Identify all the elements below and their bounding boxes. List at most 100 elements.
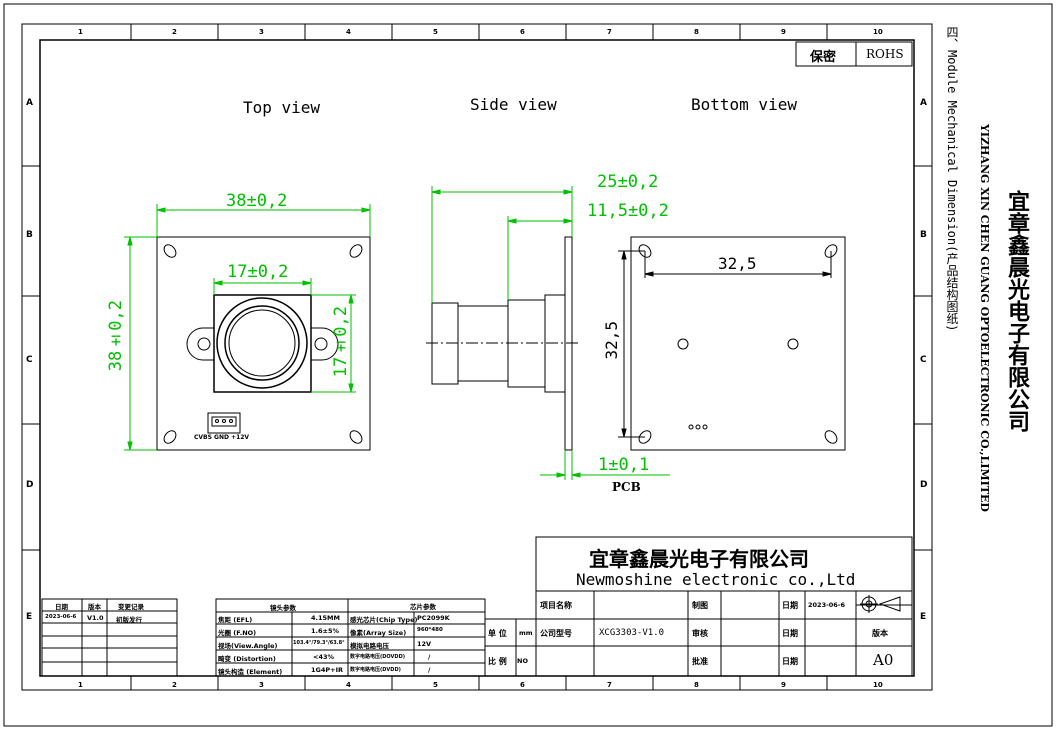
title-company-cn: 宜章鑫晨光电子有限公司 <box>589 547 809 571</box>
param-r4-c2: <43% <box>313 653 335 661</box>
label-version: 版本 <box>872 629 888 638</box>
rev-header-version: 版本 <box>88 603 101 611</box>
grid-col-5-bottom: 5 <box>433 681 438 689</box>
grid-col-1-bottom: 1 <box>78 681 83 689</box>
date-value: 2023-06-6 <box>808 601 846 609</box>
label-date-3: 日期 <box>782 657 798 666</box>
grid-row-b: B <box>26 230 33 240</box>
grid-col-6: 6 <box>520 28 525 36</box>
grid-col-9-bottom: 9 <box>781 681 786 689</box>
param-r2-c1: 光圈 (F.NO) <box>218 629 257 637</box>
rohs-mark: ROHS <box>866 47 904 61</box>
grid-col-3-bottom: 3 <box>259 681 264 689</box>
bottom-view-drawing <box>630 236 846 451</box>
label-project-name: 项目名称 <box>540 601 572 610</box>
dim-top-height: 38±0,2 <box>106 300 126 372</box>
rev-header-date: 日期 <box>55 603 68 611</box>
label-date: 日期 <box>782 601 798 610</box>
grid-row-a-right: A <box>920 98 927 108</box>
bottom-view-title: Bottom view <box>691 95 797 114</box>
dim-lens-height: 17±0,2 <box>331 306 351 378</box>
grid-col-1: 1 <box>78 28 83 36</box>
module-dimension-title: 四、Module Mechanical Dimension(产品结构图纸) <box>945 26 959 332</box>
company-name-cn-vertical: 宜章鑫晨光电子有限公司 <box>1004 190 1029 432</box>
pcb-label: PCB <box>612 480 641 494</box>
grid-row-a: A <box>26 98 33 108</box>
param-r5-c4: / <box>428 666 431 674</box>
param-r3-c1: 视场(View.Angle) <box>218 642 278 650</box>
dim-hole-vertical: 32,5 <box>602 321 621 360</box>
dim-side-pcb: 1±0,1 <box>598 455 650 475</box>
params-chip-header: 芯片参数 <box>410 603 436 611</box>
rev-row-version: V1.0 <box>87 614 104 622</box>
param-r5-c3: 数字电路电压(DVDD) <box>350 667 401 673</box>
param-r4-c3: 数字电路电压(DOVDD) <box>350 654 406 660</box>
grid-col-2: 2 <box>172 28 177 36</box>
dim-side-total: 25±0,2 <box>597 172 659 192</box>
grid-row-b-right: B <box>920 230 927 240</box>
param-r1-c1: 焦距 (EFL) <box>218 616 253 624</box>
param-r2-c3: 像素(Array Size) <box>350 629 407 637</box>
param-r4-c4: / <box>428 653 431 661</box>
grid-row-d: D <box>26 480 34 490</box>
grid-col-6-bottom: 6 <box>520 681 525 689</box>
param-r3-c4: 12V <box>417 640 432 648</box>
param-r5-c2: 1G4P+IR <box>311 666 344 674</box>
label-drawing: 制图 <box>692 601 708 610</box>
grid-col-5: 5 <box>433 28 438 36</box>
rev-row-record: 初版发行 <box>116 616 142 624</box>
label-company-model: 公司型号 <box>540 629 572 638</box>
model-value: XCG3303-V1.0 <box>599 628 665 638</box>
params-lens-header: 镜头参数 <box>270 604 296 612</box>
label-review: 审核 <box>692 629 708 638</box>
company-name-en-vertical: YIZHANG XIN CHEN GUANG OPTOELECTRONIC CO… <box>978 124 991 512</box>
param-r5-c1: 镜头构造 (Element) <box>218 668 283 676</box>
label-unit: 单 位 <box>488 629 507 638</box>
grid-row-d-right: D <box>920 480 928 490</box>
rev-row-date: 2023-06-6 <box>45 614 77 620</box>
grid-col-7-bottom: 7 <box>607 681 612 689</box>
projection-symbol-icon <box>860 595 901 613</box>
top-view-title: Top view <box>243 98 321 117</box>
grid-col-8-bottom: 8 <box>694 681 699 689</box>
grid-col-2-bottom: 2 <box>172 681 177 689</box>
grid-row-e-right: E <box>920 612 927 622</box>
dim-side-lens: 11,5±0,2 <box>587 201 669 221</box>
param-r3-c2: 103.4°/79.3°/63.8° <box>293 640 345 646</box>
top-view-drawing <box>156 236 371 451</box>
param-r1-c2: 4.15MM <box>311 614 340 622</box>
param-r2-c2: 1.6±5% <box>311 627 339 635</box>
rev-header-record: 变更记录 <box>118 603 144 611</box>
param-r3-c3: 模拟电路电压 <box>350 642 389 650</box>
dim-hole-horizontal: 32,5 <box>718 254 757 273</box>
unit-value: mm <box>519 629 533 637</box>
scale-value: NO <box>517 657 528 665</box>
dim-lens-width: 17±0,2 <box>227 262 289 282</box>
grid-col-10: 10 <box>873 28 883 36</box>
grid-row-c-right: C <box>920 355 927 365</box>
label-approve: 批准 <box>692 657 708 666</box>
grid-col-10-bottom: 10 <box>873 681 883 689</box>
grid-col-4-bottom: 4 <box>346 681 351 689</box>
grid-col-4: 4 <box>346 28 351 36</box>
param-r1-c3: 感光芯片(Chip Type) <box>350 616 418 624</box>
param-r2-c4: 960*480 <box>417 627 443 633</box>
label-scale: 比 例 <box>488 657 507 666</box>
side-view-title: Side view <box>470 95 557 114</box>
connector-pins-label: CVBS GND +12V <box>194 434 250 441</box>
param-r4-c1: 畸变 (Distortion) <box>218 655 276 663</box>
grid-col-3: 3 <box>259 28 264 36</box>
secret-mark: 保密 <box>810 50 837 65</box>
grid-col-7: 7 <box>607 28 612 36</box>
label-date-2: 日期 <box>782 629 798 638</box>
param-r1-c4: PC2099K <box>417 614 450 622</box>
dim-top-width: 38±0,2 <box>226 191 288 211</box>
title-company-en: Newmoshine electronic co.,Ltd <box>576 570 856 589</box>
side-view-drawing <box>426 236 578 451</box>
grid-row-e: E <box>26 612 33 622</box>
grid-col-9: 9 <box>781 28 786 36</box>
version-value: A0 <box>873 651 894 669</box>
grid-col-8: 8 <box>694 28 699 36</box>
grid-row-c: C <box>26 355 33 365</box>
